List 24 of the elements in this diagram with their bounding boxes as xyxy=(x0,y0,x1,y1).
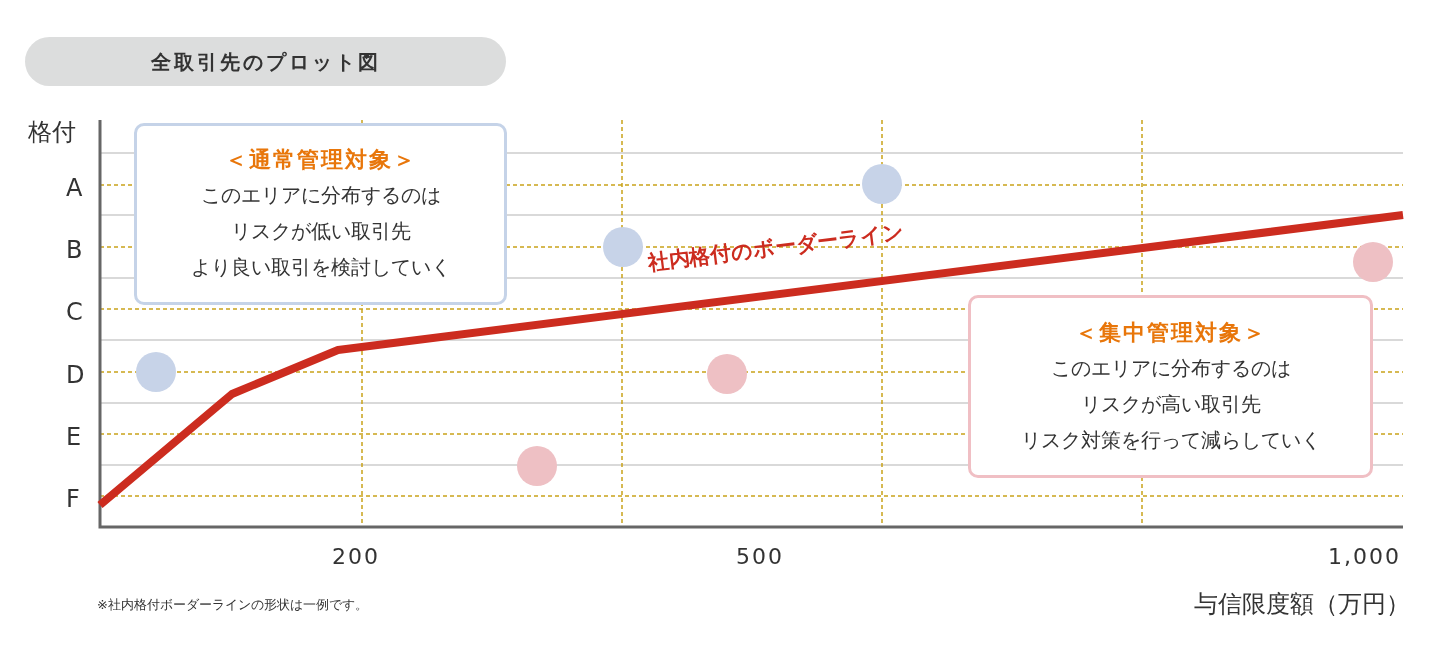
annotation-box xyxy=(968,295,1373,478)
box-text: リスクが高い取引先 xyxy=(1080,390,1261,418)
title-pill: 全取引先のプロット図 xyxy=(25,37,506,86)
annotation-box xyxy=(134,123,507,305)
box-text: このエリアに分布するのは xyxy=(1050,354,1291,382)
axis-tick-label: D xyxy=(66,360,85,391)
box-text: このエリアに分布するのは xyxy=(200,182,441,209)
axis-tick-label: 1,000 xyxy=(1328,543,1401,571)
axis-title: 格付 xyxy=(28,117,76,148)
footnote: ※社内格付ボーダーラインの形状は一例です。 xyxy=(97,596,368,614)
box-text: リスク対策を行って減らしていく xyxy=(1020,426,1321,454)
axis-tick-label: C xyxy=(66,297,83,328)
box-heading: ＜通常管理対象＞ xyxy=(224,146,417,174)
axis-tick-label: A xyxy=(66,173,83,204)
axis-tick-label: B xyxy=(66,235,83,266)
box-text: リスクが低い取引先 xyxy=(230,218,411,245)
box-text: より良い取引を検討していく xyxy=(190,254,451,281)
axis-tick-label: E xyxy=(66,422,82,453)
axis-title: 与信限度額（万円） xyxy=(1194,589,1410,620)
axis-tick-label: F xyxy=(66,484,80,515)
axis-tick-label: 500 xyxy=(736,543,784,571)
axis-tick-label: 200 xyxy=(332,543,380,571)
box-heading: ＜集中管理対象＞ xyxy=(1074,318,1267,347)
line-label: 社内格付のボーダーライン xyxy=(646,218,906,277)
